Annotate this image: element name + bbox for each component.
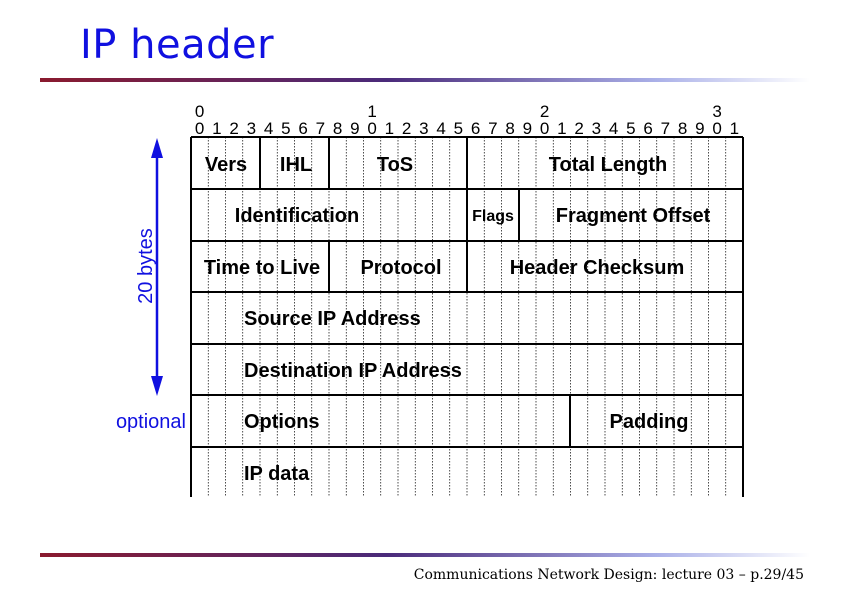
bit-index-label: 8 (678, 119, 687, 138)
bit-index-label: 3 (592, 119, 601, 138)
bit-index-label: 8 (333, 119, 342, 138)
bit-index-label: 4 (609, 119, 618, 138)
bit-index-label: 9 (523, 119, 532, 138)
bit-index-label: 2 (574, 119, 583, 138)
field-ihl: IHL (280, 154, 312, 176)
field-ip-data: IP data (244, 463, 310, 485)
bit-tens-label: 1 (367, 102, 376, 121)
slide-footer: Communications Network Design: lecture 0… (413, 567, 804, 583)
bit-index-label: 5 (281, 119, 290, 138)
bit-index-label: 7 (488, 119, 497, 138)
field-tos: ToS (377, 154, 413, 176)
bit-index-label: 4 (264, 119, 273, 138)
field-protocol: Protocol (360, 257, 441, 279)
slide-title: IP header (80, 22, 275, 68)
field-vers: Vers (205, 154, 247, 176)
bit-tens-label: 0 (195, 102, 204, 121)
field-flags: Flags (472, 208, 514, 225)
bit-grid (207, 137, 727, 497)
bottom-divider (40, 553, 810, 557)
bit-ruler-tens: 0 1 2 3 (195, 102, 722, 121)
bit-index-label: 0 (195, 119, 204, 138)
field-ttl: Time to Live (204, 257, 320, 279)
field-fragment-offset: Fragment Offset (556, 205, 711, 227)
bit-index-label: 9 (350, 119, 359, 138)
bit-index-label: 2 (229, 119, 238, 138)
bit-index-label: 1 (730, 119, 739, 138)
field-identification: Identification (235, 205, 359, 227)
bit-index-label: 7 (316, 119, 325, 138)
bit-index-label: 6 (643, 119, 652, 138)
bit-index-label: 4 (436, 119, 445, 138)
bit-tens-label: 3 (712, 102, 721, 121)
field-source-ip: Source IP Address (244, 308, 421, 330)
bit-index-label: 1 (385, 119, 394, 138)
field-options: Options (244, 411, 320, 433)
field-destination-ip: Destination IP Address (244, 360, 462, 382)
bit-tens-label: 2 (540, 102, 549, 121)
bit-index-label: 9 (695, 119, 704, 138)
bit-index-label: 7 (661, 119, 670, 138)
bit-index-label: 3 (247, 119, 256, 138)
bit-index-label: 3 (419, 119, 428, 138)
bit-index-label: 0 (367, 119, 376, 138)
bit-index-label: 1 (557, 119, 566, 138)
field-total-length: Total Length (549, 154, 668, 176)
twenty-bytes-label: 20 bytes (135, 228, 157, 304)
bit-index-label: 0 (540, 119, 549, 138)
top-divider (40, 78, 810, 82)
twenty-bytes-arrow (151, 138, 163, 396)
bit-index-label: 6 (471, 119, 480, 138)
bit-index-label: 5 (626, 119, 635, 138)
field-header-checksum: Header Checksum (510, 257, 685, 279)
optional-label: optional (116, 411, 186, 433)
bit-index-label: 2 (402, 119, 411, 138)
bit-index-label: 6 (298, 119, 307, 138)
bit-index-label: 5 (454, 119, 463, 138)
header-frame (190, 136, 744, 497)
bit-index-label: 0 (712, 119, 721, 138)
bit-index-label: 8 (505, 119, 514, 138)
field-padding: Padding (610, 411, 689, 433)
bit-index-label: 1 (212, 119, 221, 138)
